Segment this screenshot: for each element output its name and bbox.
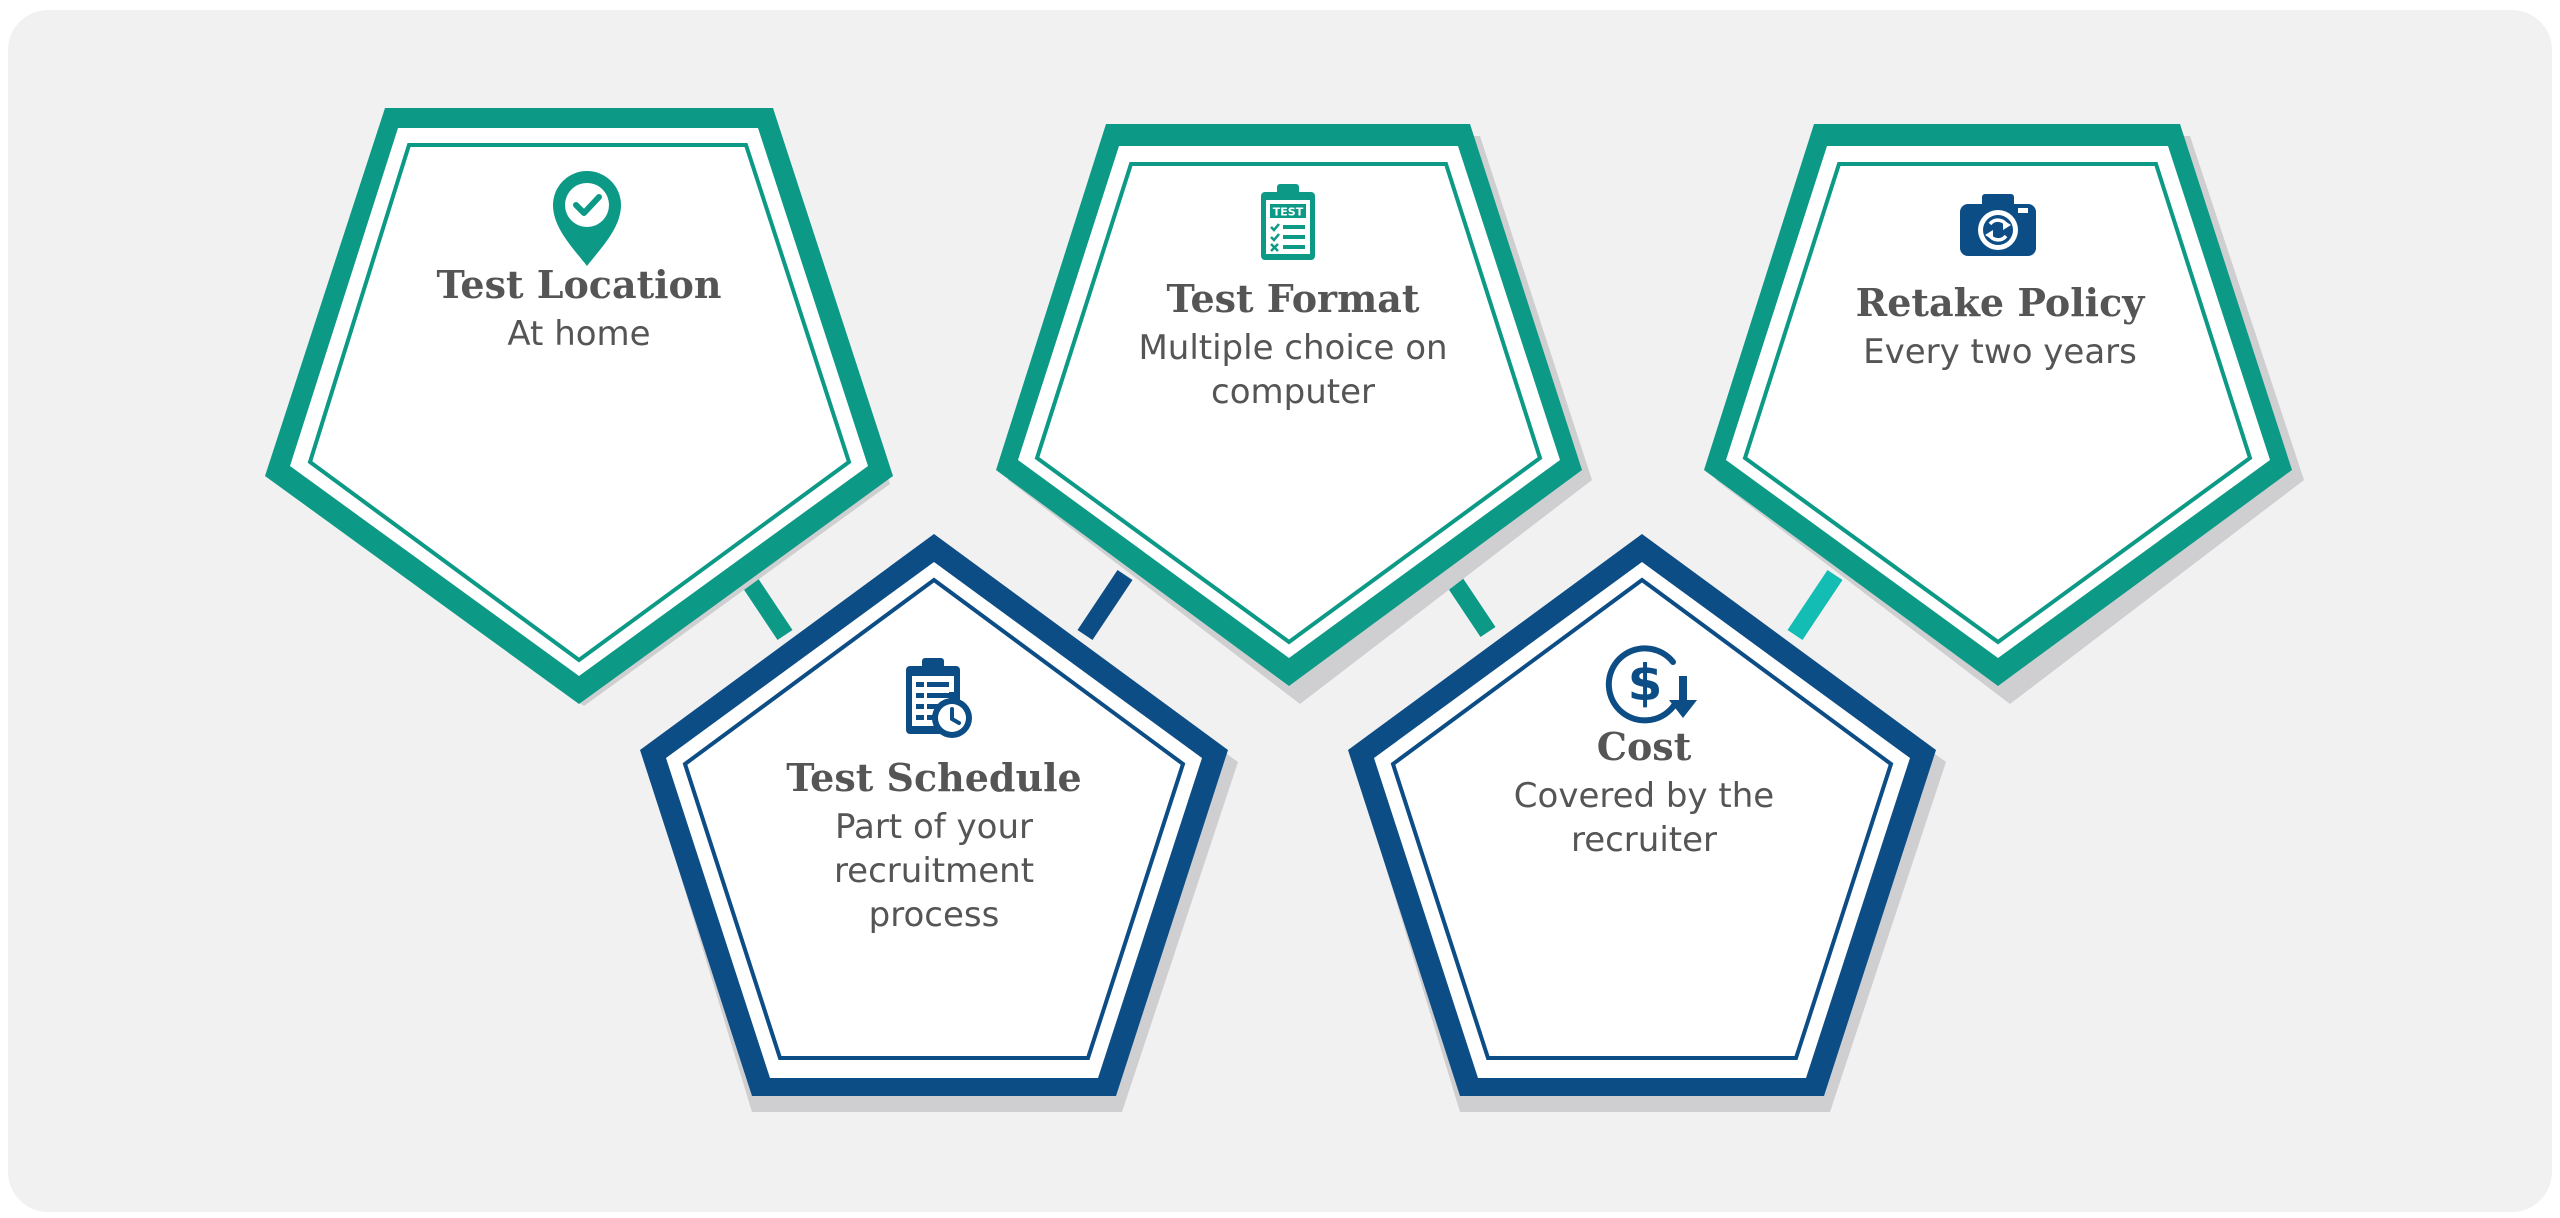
card-fill (290, 128, 868, 676)
card-title: Retake Policy (1855, 280, 2145, 325)
card-description: At home (507, 313, 651, 354)
card-text-cost: Cost Covered by the recruiter (1464, 724, 1824, 862)
card-fill (1726, 146, 2270, 658)
dollar-down-icon: $ (1605, 645, 1697, 724)
card-fill (1018, 146, 1560, 658)
card-text-test-schedule: Test Schedule Part of your recruitment p… (784, 755, 1084, 937)
card-title: Test Schedule (786, 755, 1082, 800)
card-inner-line (1742, 162, 2253, 645)
connector-cost-retake (1787, 570, 1843, 640)
card-fill (666, 562, 1202, 1078)
card-inner-line (682, 577, 1186, 1060)
card-inner-line (1390, 577, 1894, 1060)
card-text-test-location: Test Location At home (399, 262, 759, 356)
card-text-retake-policy: Retake Policy Every two years (1810, 280, 2190, 374)
card-description: Covered by the recruiter (1513, 775, 1775, 860)
card-text-test-format: Test Format Multiple choice on computer (1083, 276, 1503, 414)
card-title: Test Location (436, 262, 722, 307)
card-title: Cost (1596, 724, 1692, 769)
card-description: Part of your recruitment process (833, 806, 1035, 935)
card-test-schedule (640, 534, 1238, 1112)
card-cost: $ (1348, 534, 1946, 1112)
svg-text:TEST: TEST (1273, 206, 1304, 219)
camera-refresh-icon (1960, 194, 2036, 256)
card-test-location (265, 108, 893, 706)
connector-location-schedule (737, 570, 793, 640)
card-fill (1374, 562, 1910, 1078)
card-inner-line (1034, 162, 1543, 645)
connector-schedule-format (1077, 570, 1133, 640)
card-description: Every two years (1863, 331, 2137, 372)
clipboard-stopwatch-icon (906, 658, 972, 738)
card-inner-line (307, 143, 852, 663)
card-test-format: TEST (996, 124, 1592, 704)
test-clipboard-icon: TEST (1261, 184, 1315, 260)
location-check-icon (553, 171, 621, 266)
card-retake-policy (1704, 124, 2304, 704)
card-description: Multiple choice on computer (1138, 327, 1448, 412)
card-title: Test Format (1166, 276, 1420, 321)
svg-text:$: $ (1628, 654, 1663, 712)
